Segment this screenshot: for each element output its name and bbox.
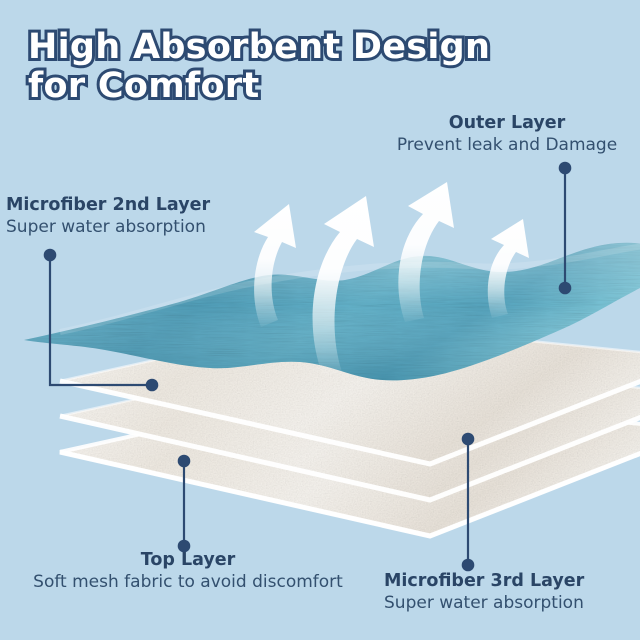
callout-outer-layer-subtitle: Prevent leak and Damage — [396, 135, 618, 155]
callout-top-layer-subtitle: Soft mesh fabric to avoid discomfort — [33, 572, 343, 592]
arrow-icon-1 — [254, 204, 296, 327]
arrow-icon-2 — [312, 196, 374, 376]
leader-top-layer — [177, 454, 191, 553]
callout-outer-layer: Outer Layer Prevent leak and Damage — [378, 112, 636, 157]
leader-microfiber-2nd — [43, 248, 159, 392]
callout-microfiber-2nd-layer: Microfiber 2nd Layer Super water absorpt… — [6, 194, 246, 239]
callout-top-layer: Top Layer Soft mesh fabric to avoid disc… — [14, 549, 362, 594]
leader-outer-layer — [558, 161, 572, 295]
callout-microfiber-3rd-layer: Microfiber 3rd Layer Super water absorpt… — [384, 570, 634, 615]
callout-top-layer-title: Top Layer — [140, 550, 236, 570]
callout-microfiber-2nd-layer-title: Microfiber 2nd Layer — [6, 195, 211, 215]
callout-microfiber-2nd-layer-subtitle: Super water absorption — [6, 217, 206, 237]
arrow-icon-3 — [398, 182, 454, 322]
arrow-icon-4 — [487, 219, 529, 318]
callout-outer-layer-title: Outer Layer — [448, 113, 566, 133]
callout-microfiber-3rd-layer-title: Microfiber 3rd Layer — [384, 571, 585, 591]
leader-microfiber-3rd — [461, 432, 475, 572]
callout-microfiber-3rd-layer-subtitle: Super water absorption — [384, 593, 584, 613]
